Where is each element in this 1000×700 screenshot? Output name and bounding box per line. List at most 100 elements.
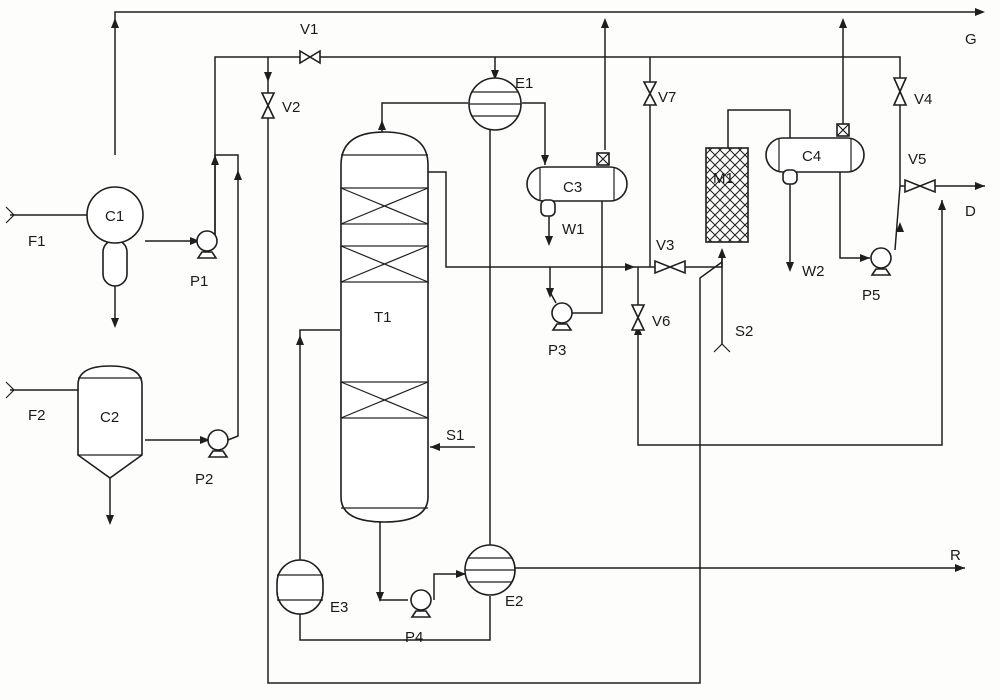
feed-f2-symbol (5, 381, 15, 399)
arrow-p1-up (211, 155, 219, 165)
pipe-t1-bottom-to-p4 (379, 522, 408, 601)
label-f2: F2 (28, 407, 46, 424)
valve-v1 (299, 49, 321, 65)
arrow-c1-bottom (111, 318, 119, 328)
pipe-v2-bottom-loop (267, 118, 723, 684)
label-p3: P3 (548, 342, 566, 359)
feed-f1-symbol (5, 206, 15, 224)
label-w2: W2 (802, 263, 825, 280)
label-s2: S2 (735, 323, 753, 340)
arrow-g (975, 8, 985, 16)
feed-symbols (5, 206, 731, 399)
pump-p1 (196, 230, 218, 259)
arrow-to-p2 (200, 436, 210, 444)
label-v5: V5 (908, 151, 926, 168)
arrow-into-e2 (456, 570, 466, 578)
pump-p5 (870, 247, 892, 276)
label-p2: P2 (195, 471, 213, 488)
packing-bed-1 (340, 187, 429, 225)
arrow-p2-up (234, 170, 242, 180)
arrow-c1-gas (111, 18, 119, 28)
label-v7: V7 (658, 89, 676, 106)
label-c4: C4 (802, 148, 821, 165)
column-t1 (340, 131, 429, 523)
arrow-c3-vent (601, 18, 609, 28)
label-r: R (950, 547, 961, 564)
pipe-v1-header (320, 56, 901, 78)
arrow-s1 (430, 443, 440, 451)
pipe-p4-to-e2 (433, 573, 466, 600)
arrow-w2 (786, 262, 794, 272)
label-s1: S1 (446, 427, 464, 444)
label-v3: V3 (656, 237, 674, 254)
arrow-w1 (545, 236, 553, 246)
label-c1: C1 (105, 208, 124, 225)
arrow-t1-bottom (376, 592, 384, 602)
exchanger-e1 (468, 77, 522, 131)
pipe-e3-to-e2 (299, 596, 491, 641)
pump-p4 (410, 589, 432, 618)
vessel-c2 (77, 365, 143, 479)
valve-v6 (630, 304, 646, 331)
arrow-loop-up (938, 200, 946, 210)
label-w1: W1 (562, 221, 585, 238)
arrow-to-p5 (860, 254, 870, 262)
valve-v2 (260, 92, 276, 119)
packing-bed-3 (340, 381, 429, 419)
packing-bed-2 (340, 245, 429, 283)
label-t1: T1 (374, 309, 392, 326)
valve-v4 (892, 77, 908, 106)
pipe-v3-to-m1 (685, 250, 723, 268)
label-e3: E3 (330, 599, 348, 616)
label-v6: V6 (652, 313, 670, 330)
label-p5: P5 (862, 287, 880, 304)
label-e2: E2 (505, 593, 523, 610)
exchanger-e2 (464, 544, 516, 596)
arrow-to-p3 (546, 288, 554, 298)
label-f1: F1 (28, 233, 46, 250)
pipe-p2-riser (227, 185, 239, 441)
pipe-p1-riser (214, 154, 239, 240)
valve-v5 (904, 178, 936, 194)
label-v4: V4 (914, 91, 932, 108)
arrow-c2-bottom (106, 515, 114, 525)
arrow-c4-vent (839, 18, 847, 28)
valve-v3 (654, 259, 686, 275)
arrow-to-e1 (491, 70, 499, 80)
reactor-m1 (705, 147, 749, 243)
label-v1: V1 (300, 21, 318, 38)
drum-c3 (526, 152, 628, 217)
pipe-v6-loop (637, 200, 943, 446)
pump-p3 (551, 302, 573, 331)
pipe-p1-to-v1 (214, 56, 300, 240)
pipe-p3-to-c3 (572, 172, 603, 314)
feed-s2-symbol (713, 343, 731, 353)
label-p4: P4 (405, 629, 423, 646)
arrow-v2-down (264, 72, 272, 82)
arrow-e3-up (296, 335, 304, 345)
valve-v7 (642, 81, 658, 106)
label-m1: M1 (713, 170, 734, 187)
pipe-m1-to-c4 (727, 109, 791, 148)
pipe-e1-to-c3 (522, 102, 546, 165)
label-v2: V2 (282, 99, 300, 116)
label-p1: P1 (190, 273, 208, 290)
pipe-c4-to-p5 (839, 168, 870, 259)
label-c3: C3 (563, 179, 582, 196)
arrow-r (955, 564, 965, 572)
arrow-d (975, 182, 985, 190)
arrow-to-c3 (541, 155, 549, 165)
label-g: G (965, 31, 977, 48)
pipe-to-p3 (549, 267, 557, 304)
labels: F1 C1 F2 C2 P1 P2 V1 V2 E1 T1 C3 W1 P3 V… (28, 21, 977, 646)
pipe-t1-top-to-e1 (381, 102, 468, 132)
flow-arrows (106, 8, 985, 602)
pipe-e3-to-t1 (299, 329, 340, 560)
pipe-gas-header (114, 11, 975, 155)
drum-c4 (765, 123, 865, 185)
exchanger-e3 (276, 559, 324, 615)
arrow-to-m1 (718, 248, 726, 258)
label-c2: C2 (100, 409, 119, 426)
